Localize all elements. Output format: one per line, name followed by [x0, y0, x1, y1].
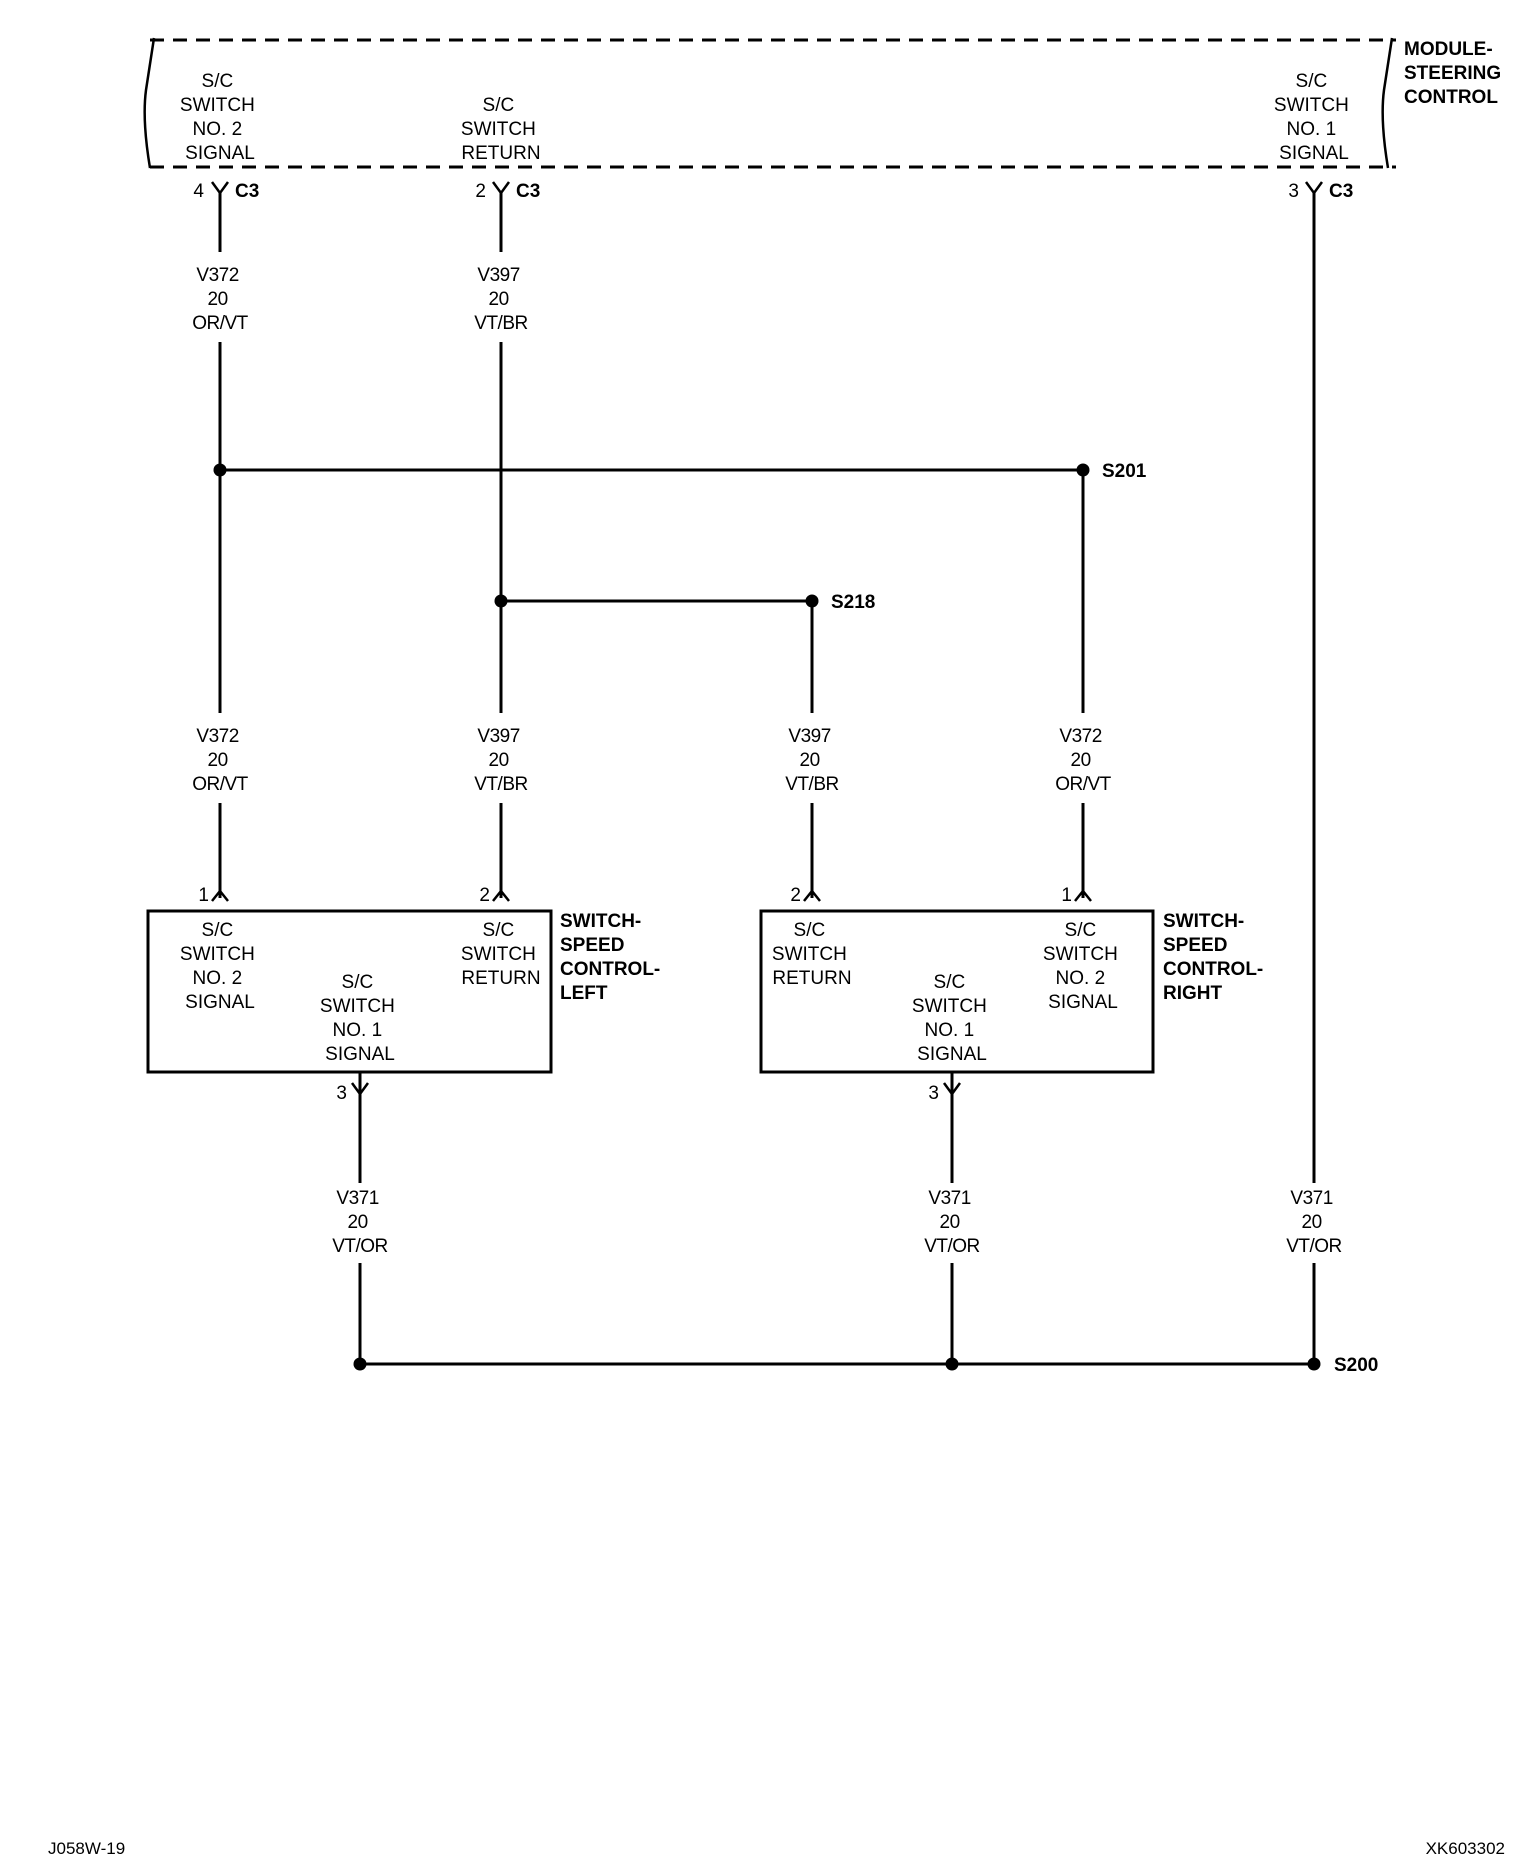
switch-left-sw2-label: S/C SWITCH NO. 2 SIGNAL [180, 920, 260, 1013]
switch-left-return-label: S/C SWITCH RETURN [461, 920, 541, 989]
splice-node-icon [494, 594, 508, 608]
connector-c3-pin2: 2 C3 [475, 181, 540, 202]
splice-node-icon [353, 1357, 367, 1371]
female-terminal-icon [491, 181, 511, 196]
splice-node-icon [945, 1357, 959, 1371]
connector-pin-number: 3 [1288, 181, 1299, 202]
switch-speed-control-left: S/C SWITCH NO. 2 SIGNAL S/C SWITCH NO. 1… [146, 909, 666, 1074]
module-left-break [143, 37, 156, 169]
connector-pin-number: 3 [928, 1083, 939, 1104]
connector-right-pin3: 3 [928, 1073, 962, 1104]
diagram-id-left: J058W-19 [48, 1839, 125, 1858]
wire-label-v372-right: V372 20 OR/VT [1055, 726, 1111, 795]
connector-pin-number: 2 [790, 885, 801, 906]
module-steering-control: MODULE- STEERING CONTROL S/C SWITCH NO. … [143, 37, 1506, 169]
module-pin-sw2-label: S/C SWITCH NO. 2 SIGNAL [180, 71, 260, 164]
splice-s218-label: S218 [831, 592, 875, 613]
connector-name: C3 [235, 181, 259, 202]
connector-right-pin1: 1 [1061, 885, 1092, 906]
connector-right-pin2: 2 [790, 885, 821, 906]
connector-pin-number: 3 [336, 1083, 347, 1104]
female-terminal-icon [1304, 181, 1324, 196]
splice-node-icon [1307, 1357, 1321, 1371]
splice-s201-label: S201 [1102, 461, 1147, 482]
connector-pin-number: 4 [193, 181, 204, 202]
male-terminal-icon [803, 888, 821, 902]
connector-pin-number: 1 [1061, 885, 1072, 906]
module-pin-sw1-label: S/C SWITCH NO. 1 SIGNAL [1274, 71, 1354, 164]
wire-labels: V372 20 OR/VT V397 20 VT/BR V372 20 OR/V… [192, 265, 1342, 1257]
splice-node-icon [805, 594, 819, 608]
wire-label-v397-left: V397 20 VT/BR [474, 726, 527, 795]
connector-left-pin2: 2 [479, 885, 510, 906]
wire-label-v371-right: V371 20 VT/OR [1286, 1188, 1342, 1257]
module-name: MODULE- STEERING CONTROL [1404, 39, 1506, 108]
female-terminal-icon [210, 181, 230, 196]
male-terminal-icon [1074, 888, 1092, 902]
switch-right-sw2-label: S/C SWITCH NO. 2 SIGNAL [1043, 920, 1123, 1013]
connector-left-pin1: 1 [198, 885, 229, 906]
switch-left-name: SWITCH- SPEED CONTROL- LEFT [560, 911, 666, 1004]
connector-c3-pin3: 3 C3 [1288, 181, 1353, 202]
switch-right-box [759, 909, 1155, 1074]
connector-name: C3 [516, 181, 540, 202]
switch-left-box [146, 909, 553, 1074]
male-terminal-icon [211, 888, 229, 902]
wires [218, 193, 1316, 1366]
connector-pin-number: 2 [479, 885, 490, 906]
splice-node-icon [213, 463, 227, 477]
wire-label-v371-mid: V371 20 VT/OR [924, 1188, 980, 1257]
female-terminal-icon [350, 1082, 370, 1097]
switch-left-sw1-label: S/C SWITCH NO. 1 SIGNAL [320, 972, 400, 1065]
switch-right-name: SWITCH- SPEED CONTROL- RIGHT [1163, 911, 1269, 1004]
switch-right-sw1-label: S/C SWITCH NO. 1 SIGNAL [912, 972, 992, 1065]
wire-label-v371-left: V371 20 VT/OR [332, 1188, 388, 1257]
splices: S201 S218 S200 [213, 461, 1378, 1376]
wire-label-v397-right: V397 20 VT/BR [785, 726, 838, 795]
switch-right-return-label: S/C SWITCH RETURN [772, 920, 852, 989]
connector-pin-number: 1 [198, 885, 209, 906]
wire-label-v372-left: V372 20 OR/VT [192, 726, 248, 795]
male-terminal-icon [492, 888, 510, 902]
module-right-break [1381, 37, 1394, 169]
connector-left-pin3: 3 [336, 1073, 370, 1104]
splice-node-icon [1076, 463, 1090, 477]
switch-speed-control-right: S/C SWITCH RETURN S/C SWITCH NO. 1 SIGNA… [759, 909, 1269, 1074]
wire-label-v372-top: V372 20 OR/VT [192, 265, 248, 334]
connector-pin-number: 2 [475, 181, 486, 202]
splice-s200-label: S200 [1334, 1355, 1378, 1376]
wire-label-v397-top: V397 20 VT/BR [474, 265, 527, 334]
module-pin-return-label: S/C SWITCH RETURN [461, 95, 541, 164]
connector-name: C3 [1329, 181, 1353, 202]
connector-c3-pin4: 4 C3 [193, 181, 259, 202]
female-terminal-icon [942, 1082, 962, 1097]
diagram-id-right: XK603302 [1426, 1839, 1505, 1858]
